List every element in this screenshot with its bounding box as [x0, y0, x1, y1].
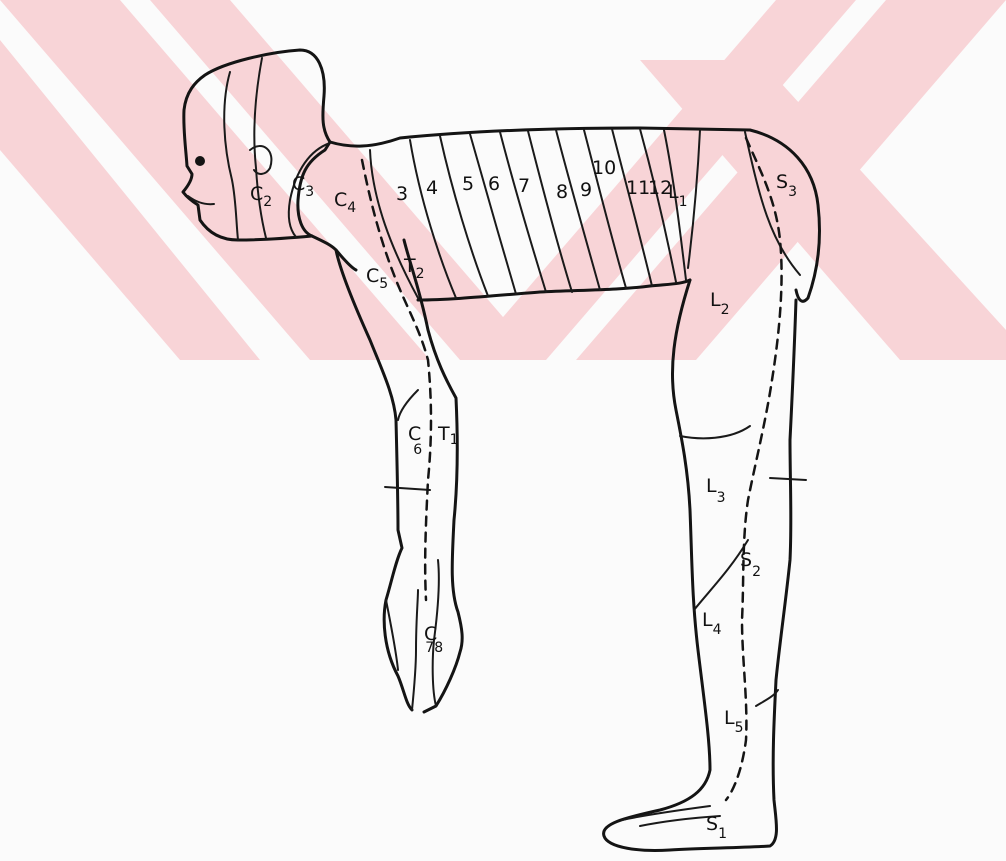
- label-l4: L4: [702, 609, 722, 638]
- label-s2: S2: [740, 549, 761, 580]
- label-t4: 4: [426, 177, 438, 199]
- watermark: [0, 0, 1006, 360]
- label-t5: 5: [462, 173, 474, 195]
- label-t3: 3: [396, 183, 408, 205]
- label-l3: L3: [706, 475, 726, 506]
- label-l5: L5: [724, 707, 744, 736]
- label-t6: 6: [488, 173, 500, 195]
- label-t9: 9: [580, 179, 592, 201]
- label-s1: S1: [706, 813, 727, 842]
- label-t7: 7: [518, 175, 530, 197]
- label-t1: T1: [437, 423, 459, 448]
- label-t11: 11: [626, 177, 650, 199]
- label-t10: 10: [592, 157, 616, 179]
- label-t8: 8: [556, 181, 568, 203]
